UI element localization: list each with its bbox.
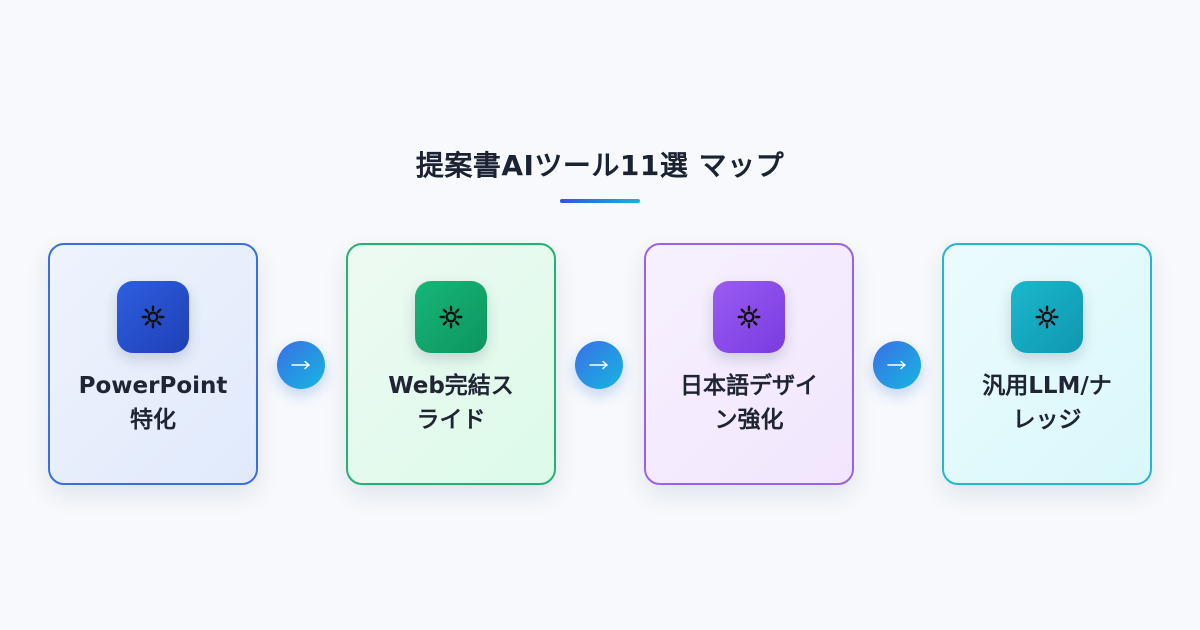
card-label: 汎用LLM/ナ レッジ xyxy=(952,369,1142,437)
card-label-line-1: Web完結ス xyxy=(388,373,514,399)
tool-category-flow: PowerPoint 特化 Web完結ス ライド xyxy=(48,243,1152,485)
card-label-line-2: ライド xyxy=(416,407,486,433)
title-underline xyxy=(560,199,640,203)
gear-icon xyxy=(1011,281,1083,353)
category-card-japanese-design: 日本語デザイ ン強化 xyxy=(644,243,854,485)
category-card-general-llm: 汎用LLM/ナ レッジ xyxy=(942,243,1152,485)
category-card-powerpoint: PowerPoint 特化 xyxy=(48,243,258,485)
card-label-line-1: PowerPoint xyxy=(78,373,228,399)
gear-icon xyxy=(713,281,785,353)
card-label: PowerPoint 特化 xyxy=(58,369,248,437)
card-label-line-2: ン強化 xyxy=(714,407,784,433)
card-label-line-2: 特化 xyxy=(130,407,176,433)
arrow-right-icon xyxy=(873,341,921,389)
card-label-line-1: 日本語デザイ xyxy=(680,373,818,399)
category-card-web: Web完結ス ライド xyxy=(346,243,556,485)
card-label: 日本語デザイ ン強化 xyxy=(654,369,844,437)
card-label: Web完結ス ライド xyxy=(356,369,546,437)
arrow-right-icon xyxy=(575,341,623,389)
card-label-line-2: レッジ xyxy=(1012,407,1082,433)
card-label-line-1: 汎用LLM/ナ xyxy=(982,373,1112,399)
gear-icon xyxy=(415,281,487,353)
arrow-right-icon xyxy=(277,341,325,389)
gear-icon xyxy=(117,281,189,353)
page-title: 提案書AIツール11選 マップ xyxy=(415,149,785,182)
